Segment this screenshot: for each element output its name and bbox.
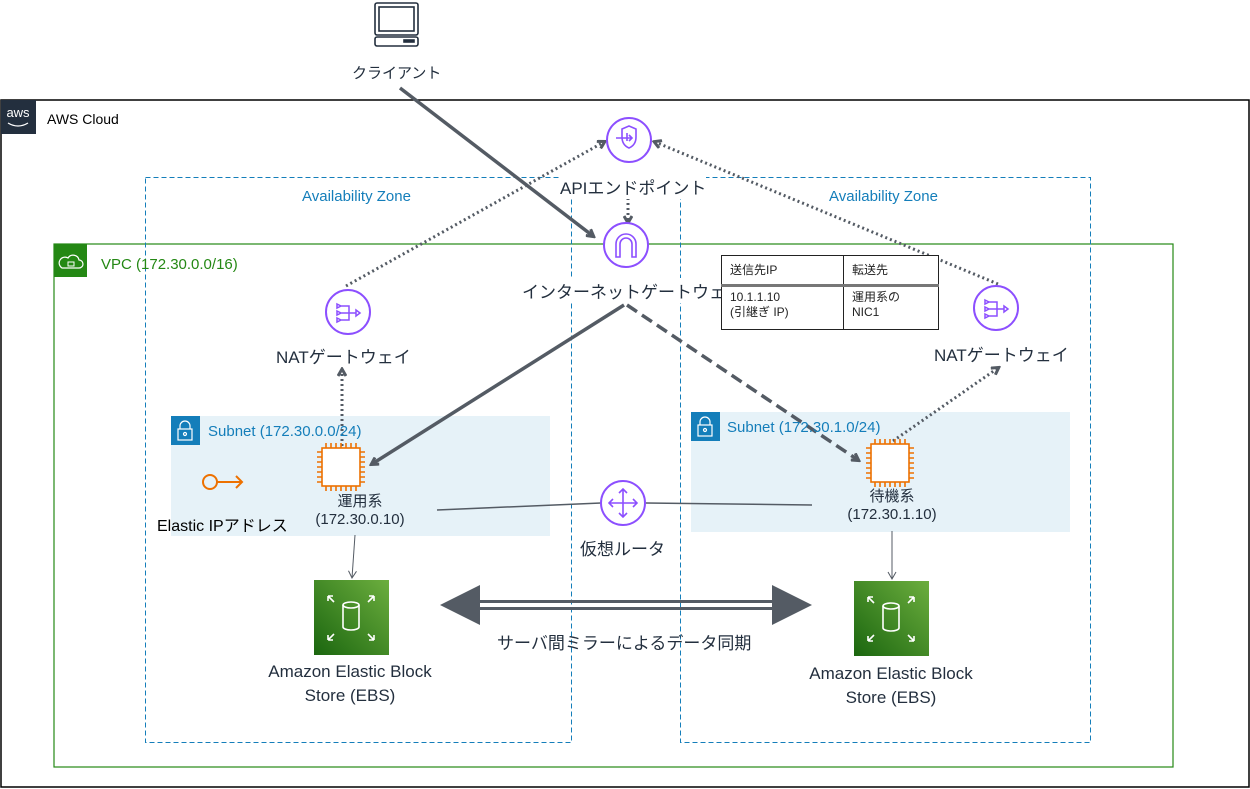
internet-gateway-label: インターネットゲートウェイ [522, 278, 743, 303]
nat1-to-api-arrow [345, 142, 604, 288]
availability-zone-label-1: Availability Zone [302, 188, 411, 205]
nat-gateway-label-1: NATゲートウェイ [276, 348, 411, 367]
availability-zone-label-2: Availability Zone [829, 188, 938, 205]
elastic-ip-label: Elastic IPアドレス [157, 518, 288, 535]
route-table-cell-destination: 10.1.1.10(引継ぎ IP) [721, 285, 844, 330]
route-table-header-target: 転送先 [843, 255, 939, 287]
api-endpoint-label: APIエンドポイント [560, 174, 707, 199]
route-table-header-destination: 送信先IP [721, 255, 844, 287]
vpc-label: VPC (172.30.0.0/16) [101, 256, 238, 273]
nat-gateway-label-2: NATゲートウェイ [934, 346, 1069, 365]
availability-zone-boundary-1 [145, 177, 572, 743]
subnet-2-icon-box [691, 412, 720, 441]
ec2-instance-icon [317, 443, 365, 491]
nat-gateway-icon [325, 289, 371, 335]
router-link-active [436, 502, 602, 511]
aws-cloud-boundary [0, 99, 1250, 788]
internet-gateway-icon [603, 222, 649, 268]
ec2-instance-icon [866, 439, 914, 487]
standby-to-nat2-arrow [892, 368, 998, 443]
ebs-label-2: Amazon Elastic Block Store (EBS) [809, 664, 973, 707]
mirror-sync-label: サーバ間ミラーによるデータ同期 [497, 634, 752, 653]
igw-to-active-arrow [372, 303, 625, 464]
client-label: クライアント [352, 65, 442, 82]
computer-icon [374, 2, 419, 47]
igw-to-standby-arrow [626, 303, 858, 460]
lock-icon [697, 416, 713, 437]
ebs-volume-icon [314, 580, 389, 655]
nat2-to-api-arrow [655, 142, 999, 286]
aws-logo-box [1, 100, 36, 134]
client-to-igw-arrow [398, 86, 593, 236]
router-link-standby [645, 502, 813, 506]
subnet-1-icon-box [171, 416, 200, 445]
api-endpoint-icon [606, 117, 652, 163]
lock-icon [177, 420, 193, 441]
availability-zone-boundary-2 [680, 177, 1091, 743]
route-table-header: 送信先IP 転送先 [721, 255, 939, 287]
standby-instance-label: 待機系 (172.30.1.10) [847, 488, 937, 523]
active-instance-label: 運用系 (172.30.0.10) [315, 493, 405, 528]
virtual-router-icon [600, 480, 646, 526]
vpc-icon-box [54, 244, 87, 277]
elastic-ip-icon [202, 474, 244, 490]
subnet-label-1: Subnet (172.30.0.0/24) [208, 423, 362, 440]
mirror-sync-arrow [440, 585, 812, 625]
aws-logo-icon: aws [6, 105, 30, 120]
virtual-router-label: 仮想ルータ [580, 540, 665, 559]
ebs-label-1: Amazon Elastic Block Store (EBS) [268, 662, 432, 705]
ebs-volume-icon [854, 581, 929, 656]
subnet-label-2: Subnet (172.30.1.0/24) [727, 419, 881, 436]
active-to-ebs-arrow [348, 534, 357, 580]
aws-cloud-label: AWS Cloud [47, 111, 119, 127]
nat-gateway-icon [973, 285, 1019, 331]
cloud-lock-icon [58, 254, 84, 269]
